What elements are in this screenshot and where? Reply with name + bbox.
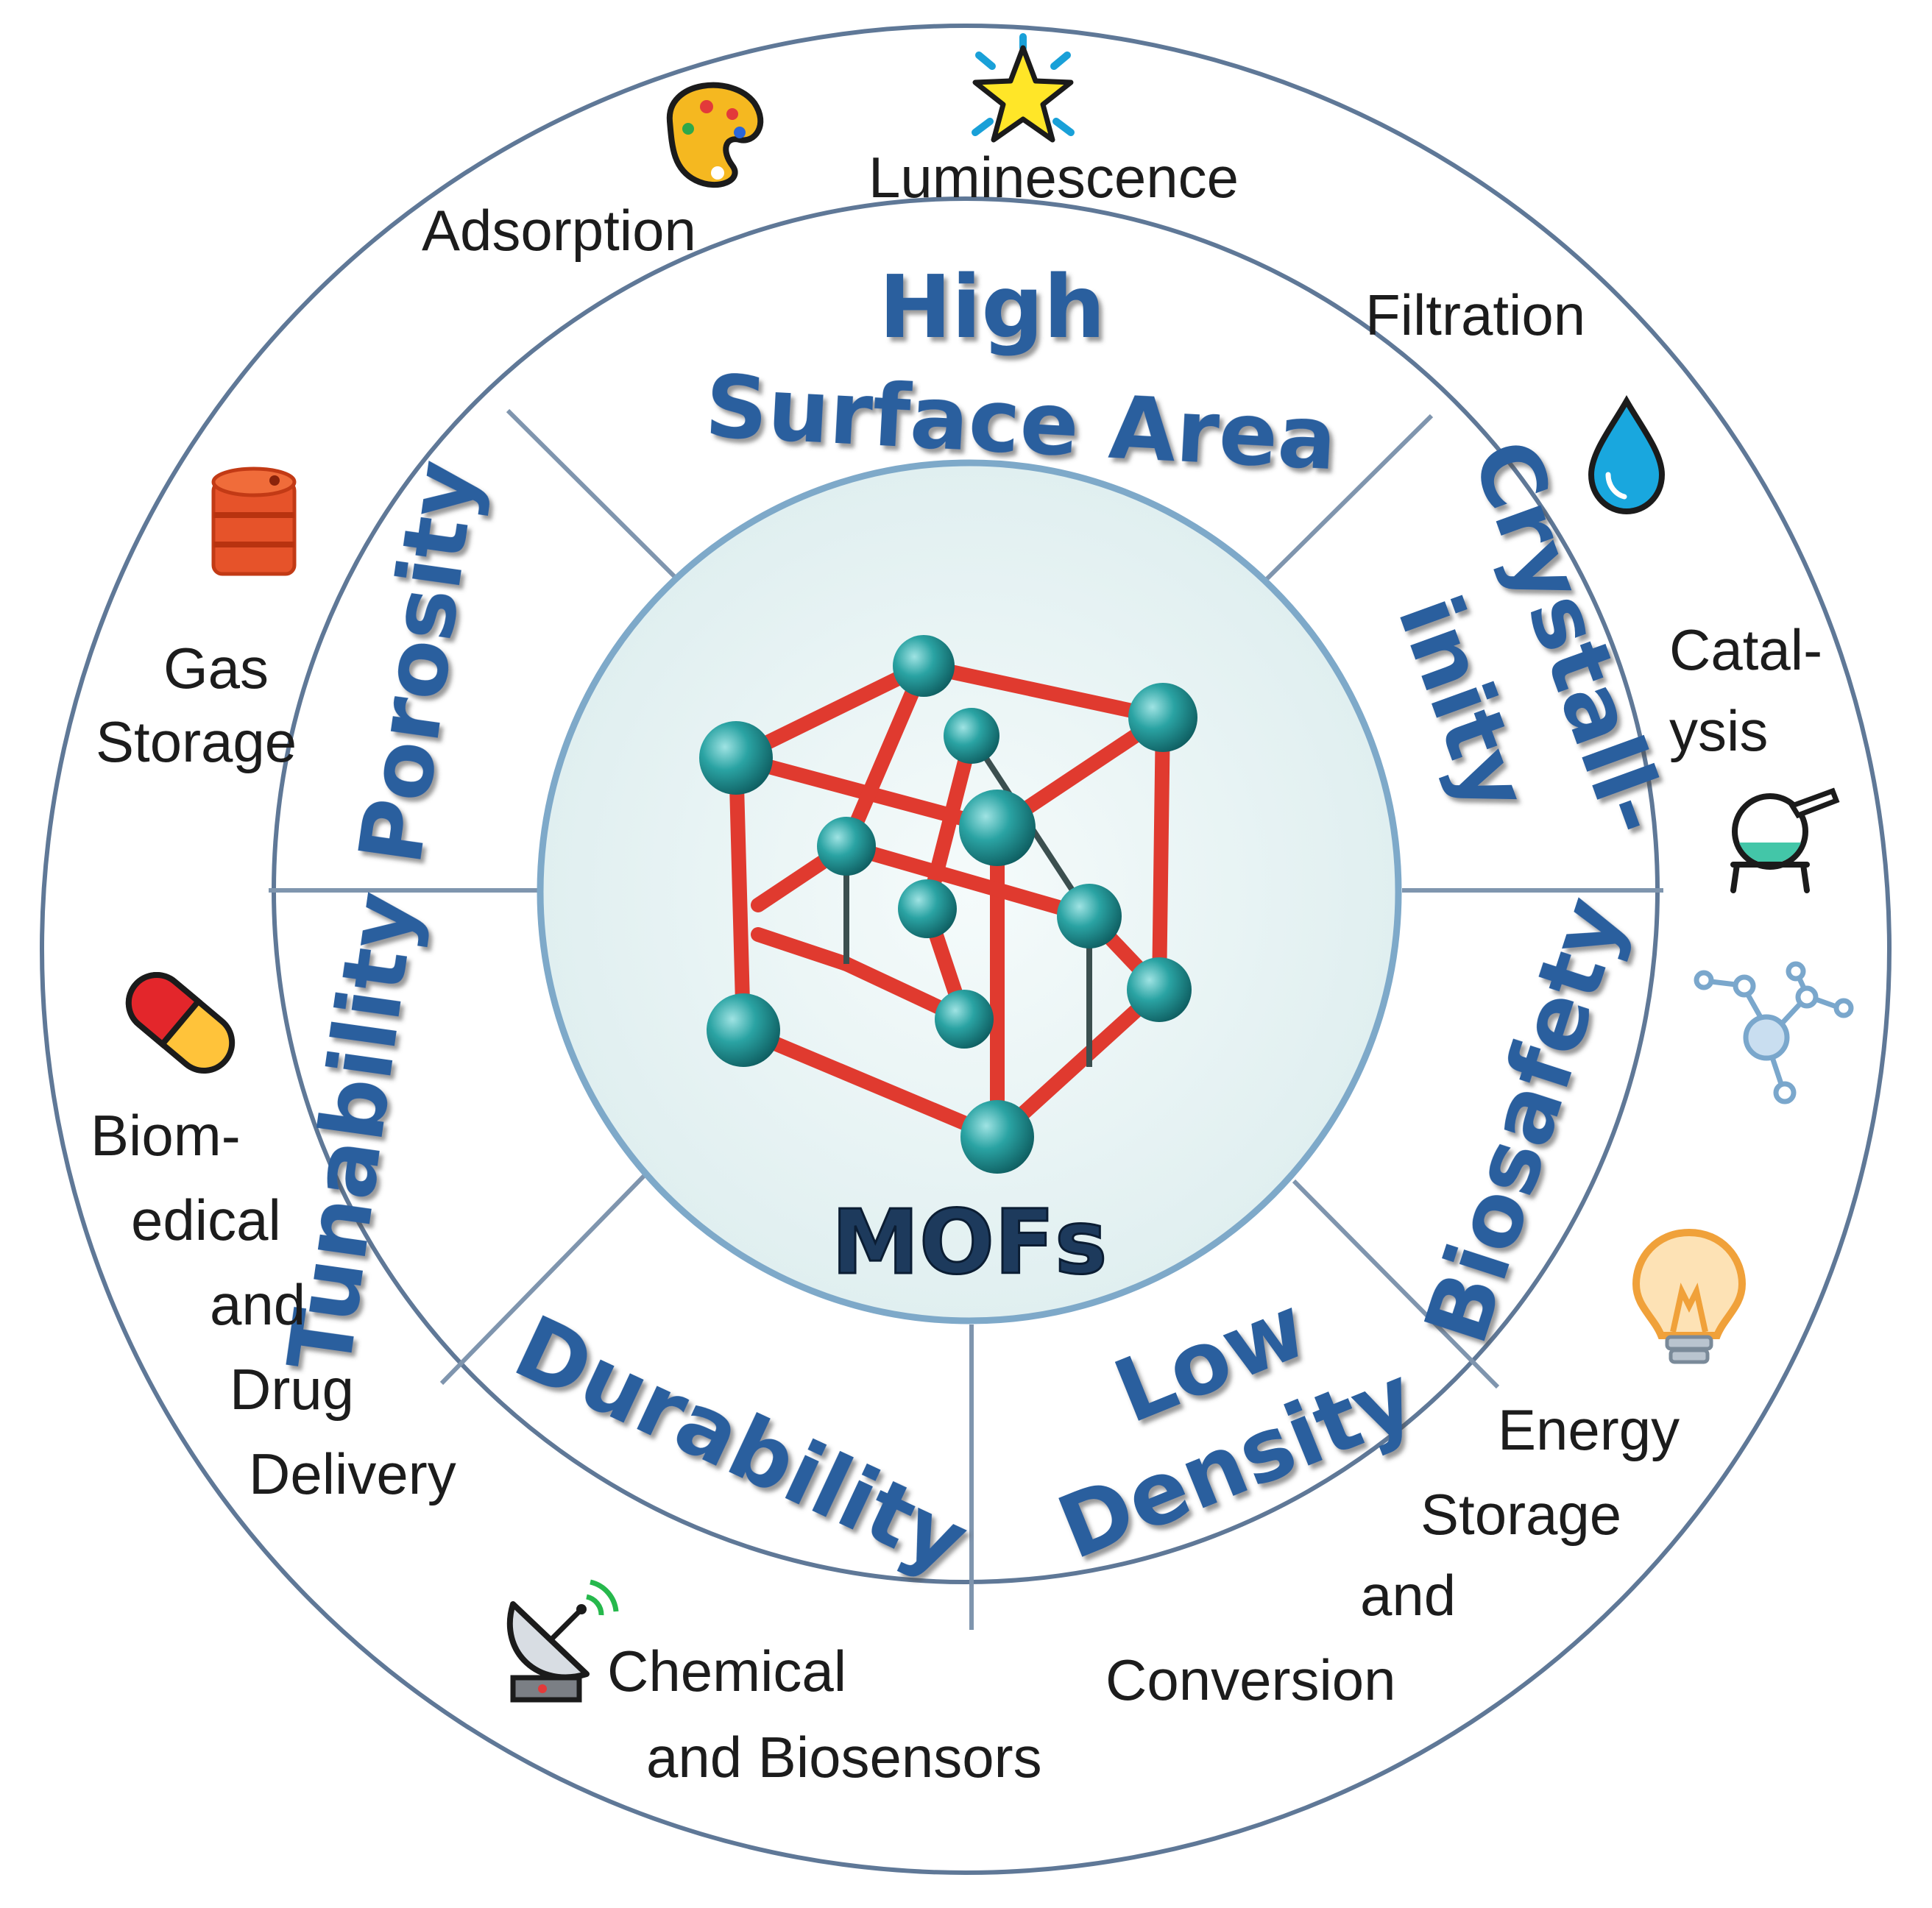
app-luminescence: Luminescence bbox=[868, 145, 1239, 210]
app-filtration: Filtration bbox=[1365, 283, 1585, 347]
app-biomedical-line4: Drug bbox=[230, 1357, 354, 1422]
sector-dividers bbox=[269, 408, 1663, 1630]
app-energy-line4: Conversion bbox=[1105, 1648, 1396, 1712]
app-catalysis-line1: Catal- bbox=[1669, 617, 1822, 682]
app-catalysis-line2: ysis bbox=[1669, 698, 1768, 763]
star-icon bbox=[972, 33, 1075, 143]
app-energy-line1: Energy bbox=[1498, 1397, 1680, 1462]
palette-icon bbox=[666, 82, 764, 188]
mof-lattice-structure bbox=[699, 635, 1197, 1174]
molecule-icon bbox=[1694, 961, 1854, 1104]
satellite-dish-icon bbox=[506, 1579, 619, 1703]
app-biomedical-line1: Biom- bbox=[91, 1103, 241, 1168]
lightbulb-icon bbox=[1632, 1228, 1747, 1364]
app-sensors-line2: and Biosensors bbox=[646, 1725, 1042, 1790]
pill-icon bbox=[125, 972, 236, 1074]
app-biomedical-line2: edical bbox=[131, 1188, 281, 1252]
core-circle bbox=[537, 459, 1402, 1324]
app-energy-line2: Storage bbox=[1420, 1482, 1621, 1547]
application-labels: Adsorption Luminescence Filtration Catal… bbox=[91, 145, 1822, 1790]
app-sensors-line1: Chemical bbox=[607, 1639, 846, 1703]
app-energy-line3: and bbox=[1360, 1563, 1456, 1628]
core-label: MOFs bbox=[832, 1192, 1108, 1294]
flask-icon bbox=[1730, 787, 1840, 893]
property-high-surface-area-line1: High bbox=[879, 256, 1105, 358]
app-gas-storage-line1: Gas bbox=[163, 636, 269, 701]
droplet-icon bbox=[1588, 394, 1666, 515]
gas-barrel-icon bbox=[211, 467, 297, 576]
app-gas-storage-line2: Storage bbox=[96, 709, 297, 774]
app-adsorption: Adsorption bbox=[422, 198, 696, 263]
app-biomedical-line5: Delivery bbox=[249, 1441, 456, 1506]
app-biomedical-line3: and bbox=[210, 1272, 305, 1337]
